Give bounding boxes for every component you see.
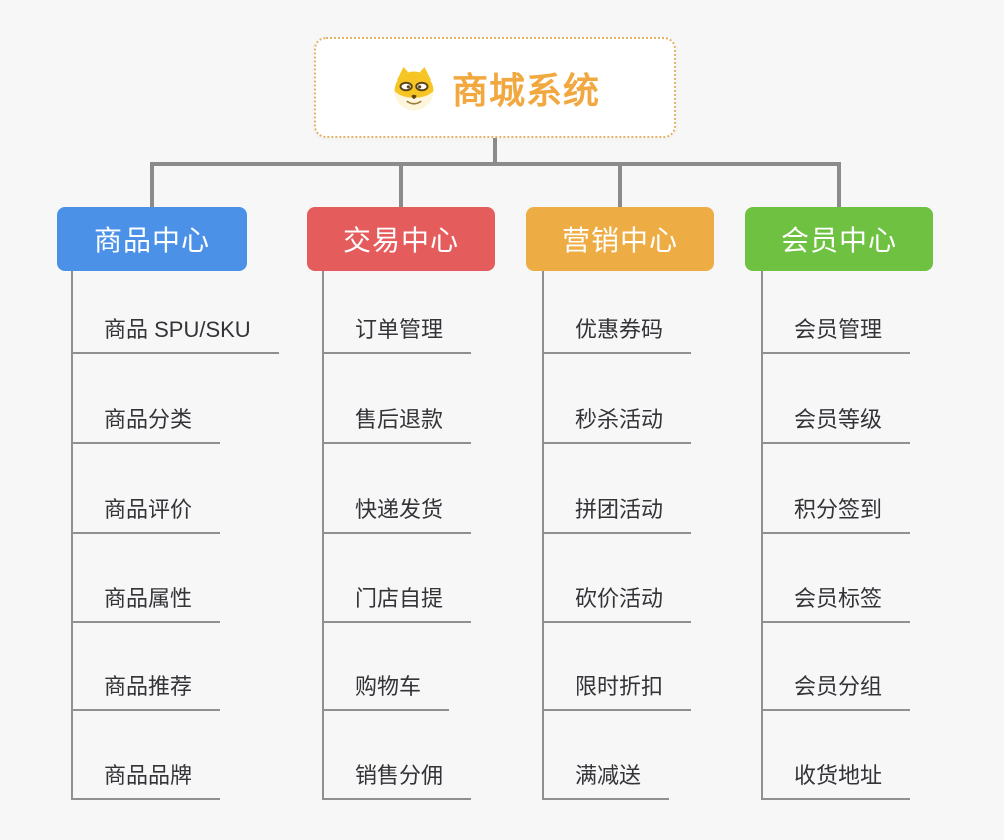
leaf-node[interactable]: 销售分佣	[322, 762, 472, 800]
branch-drop-line	[618, 162, 622, 207]
branch-node-3[interactable]: 营销中心	[526, 207, 714, 271]
branch-drop-line	[837, 162, 841, 207]
leaf-node[interactable]: 售后退款	[322, 406, 472, 444]
branch-trunk-line	[761, 271, 763, 800]
leaf-node[interactable]: 会员管理	[761, 316, 911, 354]
leaf-node[interactable]: 订单管理	[322, 316, 472, 354]
branch-drop-line	[150, 162, 154, 207]
branch-label: 商品中心	[93, 225, 210, 256]
leaf-node[interactable]: 商品 SPU/SKU	[71, 316, 279, 354]
leaf-node[interactable]: 商品评价	[71, 496, 221, 534]
leaf-node[interactable]: 会员分组	[761, 673, 911, 711]
leaf-node[interactable]: 会员等级	[761, 406, 911, 444]
branch-node-1[interactable]: 商品中心	[57, 207, 247, 271]
branch-drop-line	[399, 162, 403, 207]
root-stem-line	[493, 138, 497, 166]
branch-node-2[interactable]: 交易中心	[307, 207, 495, 271]
root-node[interactable]: 商城系统	[314, 37, 676, 138]
leaf-node[interactable]: 快递发货	[322, 496, 472, 534]
branch-label: 交易中心	[342, 225, 459, 256]
leaf-node[interactable]: 秒杀活动	[542, 406, 692, 444]
leaf-node[interactable]: 满减送	[542, 762, 670, 800]
leaf-node[interactable]: 积分签到	[761, 496, 911, 534]
leaf-node[interactable]: 商品属性	[71, 585, 221, 623]
leaf-node[interactable]: 商品分类	[71, 406, 221, 444]
branch-label: 营销中心	[561, 225, 678, 256]
leaf-node[interactable]: 收货地址	[761, 762, 911, 800]
leaf-node[interactable]: 优惠券码	[542, 316, 692, 354]
leaf-node[interactable]: 会员标签	[761, 585, 911, 623]
leaf-node[interactable]: 门店自提	[322, 585, 472, 623]
leaf-node[interactable]: 拼团活动	[542, 496, 692, 534]
branch-bus-line	[150, 162, 841, 166]
leaf-node[interactable]: 砍价活动	[542, 585, 692, 623]
leaf-node[interactable]: 购物车	[322, 673, 450, 711]
leaf-node[interactable]: 商品推荐	[71, 673, 221, 711]
leaf-node[interactable]: 商品品牌	[71, 762, 221, 800]
branch-trunk-line	[322, 271, 324, 800]
branch-trunk-line	[71, 271, 73, 800]
branch-label: 会员中心	[780, 225, 897, 256]
root-title: 商城系统	[451, 69, 600, 111]
branch-node-4[interactable]: 会员中心	[745, 207, 933, 271]
doge-face-icon	[394, 66, 434, 110]
branch-trunk-line	[542, 271, 544, 800]
leaf-node[interactable]: 限时折扣	[542, 673, 692, 711]
